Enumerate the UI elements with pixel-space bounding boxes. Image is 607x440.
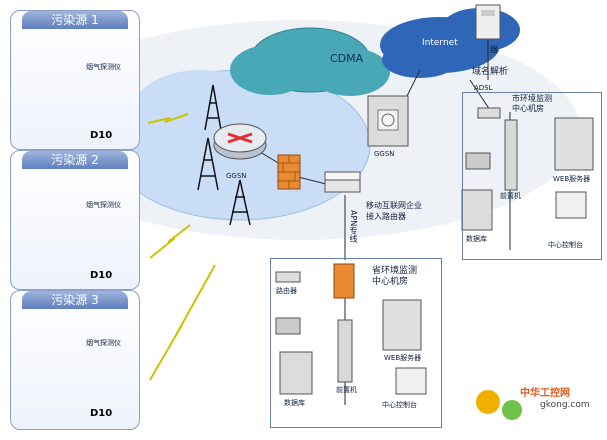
- city-db-label: 数据库: [466, 235, 487, 243]
- adsl-label: ADSL: [474, 84, 493, 92]
- source-device-label-1: D10: [90, 130, 113, 141]
- source-panel-3: [10, 290, 140, 430]
- internet-label: Internet: [422, 38, 458, 48]
- ggsn-router-icon: [213, 123, 267, 160]
- source-title-3: 污染源 3: [22, 291, 128, 309]
- source-panel-2: [10, 150, 140, 290]
- ggsn-server-icon: [367, 95, 409, 147]
- cell-towers: [197, 84, 251, 226]
- source-title-1: 污染源 1: [22, 11, 128, 29]
- cdma-label: CDMA: [330, 52, 364, 65]
- city-room-devices: [461, 107, 594, 231]
- source-panel-1: [10, 10, 140, 150]
- watermark-gears: [476, 390, 522, 420]
- city-room: [462, 92, 602, 260]
- city-ctrl-label: 中心控制台: [548, 241, 583, 249]
- source-device-label-2: D10: [90, 270, 113, 281]
- prov-front-label: 前置机: [336, 386, 357, 394]
- internet-cloud: [380, 8, 520, 78]
- source-device-label-3: D10: [90, 408, 113, 419]
- ggsn-server-label: GGSN: [374, 150, 395, 158]
- prov-room: [270, 258, 442, 428]
- watermark-url: gkong.com: [540, 400, 590, 410]
- prov-room-title: 省环境监测 中心机房: [372, 266, 418, 287]
- prov-room-devices: [275, 263, 427, 395]
- ggsn-router-label: GGSN: [226, 172, 247, 180]
- prov-ctrl-label: 中心控制台: [382, 401, 417, 409]
- firewall-icon: [277, 154, 301, 190]
- prov-db-label: 数据库: [284, 399, 305, 407]
- mobile-router-label: 移动互联网企业 接入路由器: [366, 201, 422, 221]
- watermark-brand: 中华工控网: [520, 388, 570, 399]
- dns-server-icon: [475, 4, 501, 40]
- apn-line-label: APN专线: [349, 210, 358, 243]
- dns-label: 域名解析: [472, 67, 509, 77]
- link-adsl: [469, 79, 491, 111]
- city-room-title: 市环境监测 中心机房: [512, 94, 552, 113]
- source-title-2: 污染源 2: [22, 151, 128, 169]
- mobile-router-icon: [324, 171, 361, 193]
- prov-web-label: WEB服务器: [384, 354, 422, 362]
- city-web-label: WEB服务器: [553, 175, 591, 183]
- source-monitor-label-3: 烟气探测仪: [86, 339, 121, 347]
- city-front-label: 前置机: [500, 192, 521, 200]
- source-monitor-label-2: 烟气探测仪: [86, 201, 121, 209]
- dns-server-tag: 器: [490, 45, 498, 54]
- source-monitor-label-1: 烟气探测仪: [86, 63, 121, 71]
- wireless-links: [147, 113, 216, 381]
- prov-router-label: 路由器: [276, 287, 297, 295]
